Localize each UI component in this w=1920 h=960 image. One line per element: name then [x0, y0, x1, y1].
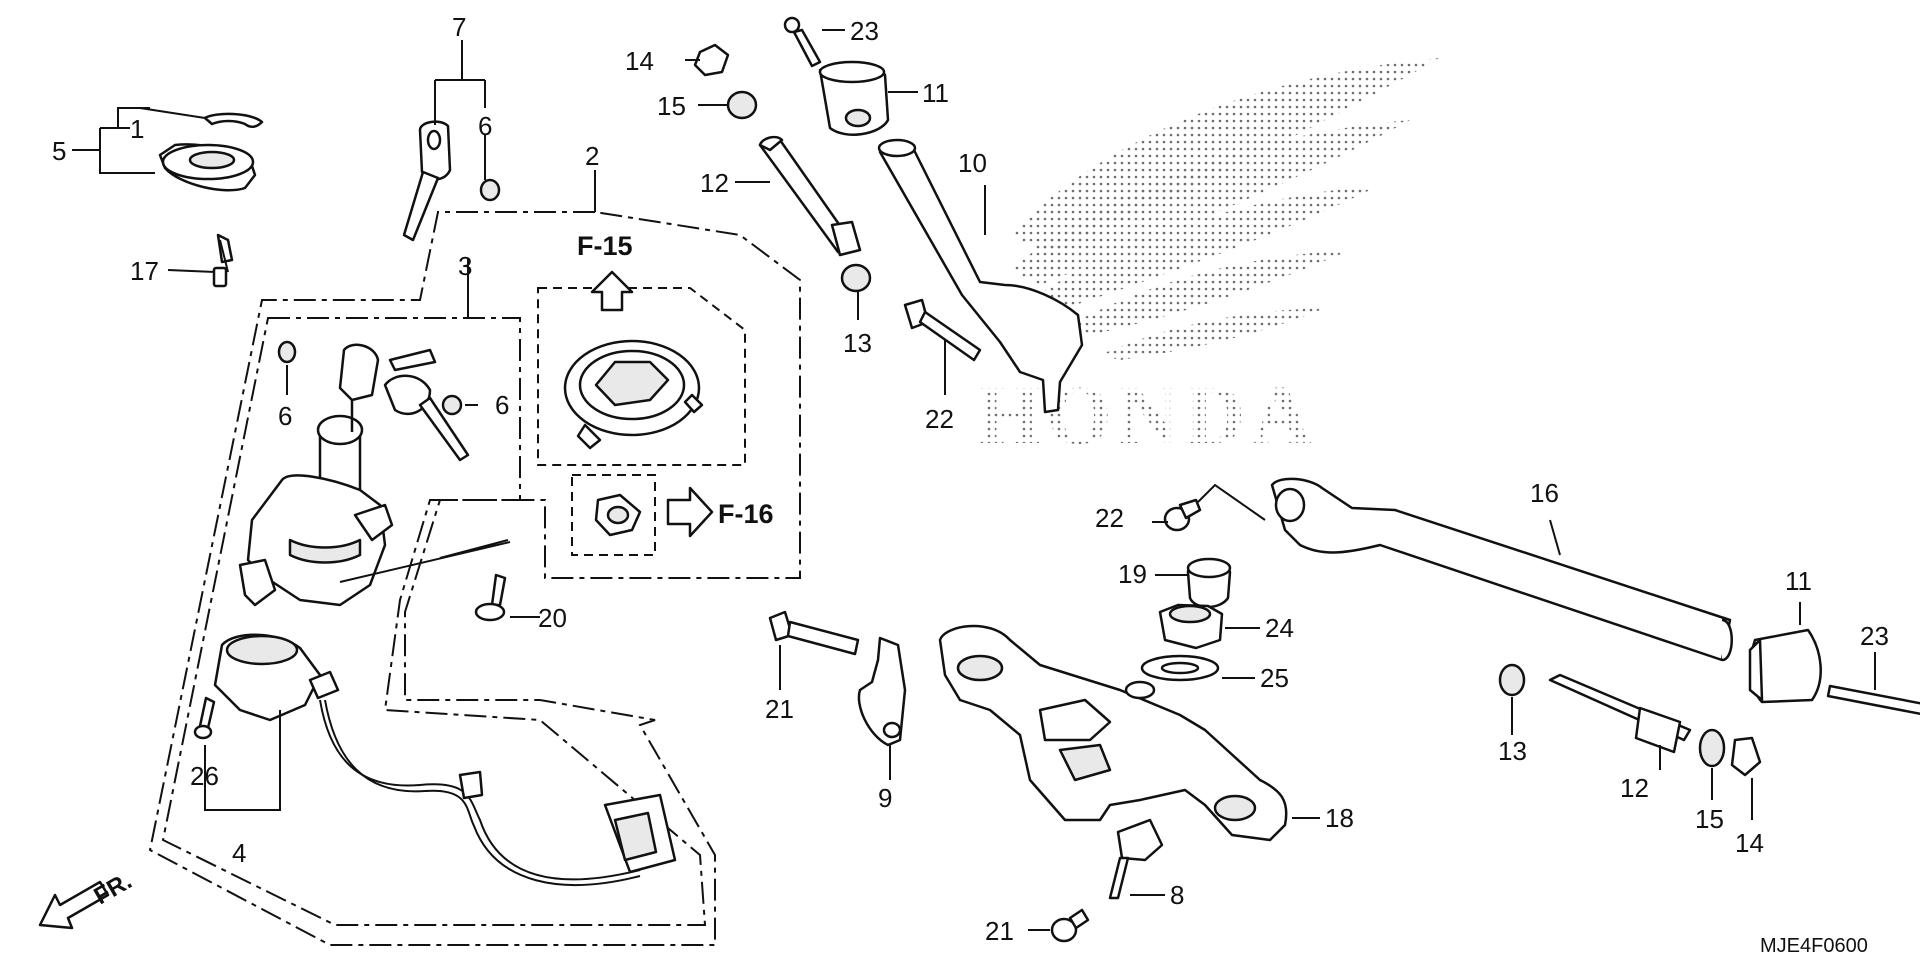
callout-11-right: 11	[1785, 566, 1812, 596]
grommet-6-right	[441, 394, 463, 416]
top-bridge-part	[938, 624, 1288, 842]
callout-21-bottom: 21	[985, 916, 1014, 946]
callout-17: 17	[130, 256, 159, 286]
ref-f15-label: F-15	[577, 231, 633, 261]
callout-6-left: 6	[278, 401, 292, 431]
bolt-22-top	[903, 298, 982, 362]
callout-8: 8	[1170, 880, 1184, 910]
circlip-part	[203, 112, 264, 128]
diagram-code: MJE4F0600	[1760, 935, 1868, 957]
grommet-6-top	[479, 178, 501, 202]
callout-24: 24	[1265, 613, 1294, 643]
ignition-switch-part	[238, 343, 470, 607]
callout-25: 25	[1260, 663, 1289, 693]
callout-9: 9	[878, 783, 892, 813]
rubber-13-top	[840, 263, 872, 293]
clamp-8-part	[1108, 818, 1164, 900]
assembly-group-outlines	[148, 211, 801, 946]
callout-12-right: 12	[1620, 773, 1649, 803]
callout-labels: 1 5 17 7 6 2 3 6 6 20 26 4 14 15 23 11 1…	[52, 12, 1889, 946]
callout-21-top: 21	[765, 694, 794, 724]
weight-shaft-12-top	[758, 135, 862, 257]
leader-lines	[72, 29, 1876, 931]
callout-22-bottom: 22	[1095, 503, 1124, 533]
grommet-6-left	[277, 340, 297, 364]
bolt-21-bottom	[1050, 908, 1090, 943]
weight-clip-14-right	[1730, 736, 1762, 777]
ignition-harness-part	[213, 633, 677, 886]
fuel-cap-part	[563, 339, 704, 450]
callout-18: 18	[1325, 803, 1354, 833]
arrow-right-f16	[666, 486, 714, 538]
screw-20-part	[474, 573, 507, 622]
front-direction-indicator: FR.	[38, 867, 137, 930]
washer-25-part	[1140, 654, 1220, 682]
weight-clip-14-top	[693, 43, 730, 77]
right-handlebar-part	[1270, 477, 1733, 662]
stem-cap-19-part	[1186, 557, 1232, 609]
bar-end-weight-11-right	[1748, 628, 1822, 704]
callout-13-top: 13	[843, 328, 872, 358]
screw-23-right	[1826, 684, 1920, 716]
left-handlebar-part	[877, 138, 1084, 414]
weight-nut-15-top	[726, 90, 758, 120]
honda-wing-logo: HONDA	[975, 58, 1440, 462]
callout-5: 5	[52, 136, 66, 166]
callout-13-right: 13	[1498, 736, 1527, 766]
handle-cap-nut-part	[158, 143, 257, 192]
callout-23-right: 23	[1860, 621, 1889, 651]
clamp-bracket-9-part	[857, 636, 907, 747]
callout-19: 19	[1118, 559, 1147, 589]
bar-end-weight-11-top	[818, 60, 890, 136]
callout-15-top: 15	[657, 91, 686, 121]
callout-20: 20	[538, 603, 567, 633]
callout-4: 4	[232, 838, 246, 868]
weight-shaft-12-right	[1548, 673, 1692, 754]
callout-23-top: 23	[850, 16, 879, 46]
ref-f16-label: F-16	[718, 499, 774, 529]
callout-2: 2	[585, 141, 599, 171]
front-direction-label: FR.	[90, 867, 137, 910]
bolt-22-bottom	[1163, 483, 1266, 532]
callout-26: 26	[190, 761, 219, 791]
weight-nut-15-right	[1698, 728, 1726, 768]
ignition-key-part	[402, 120, 452, 242]
callout-15-right: 15	[1695, 804, 1724, 834]
fuel-cap-lock-part	[594, 493, 642, 537]
callout-7: 7	[452, 12, 466, 42]
callout-14-top: 14	[625, 46, 654, 76]
callout-6-right: 6	[495, 390, 509, 420]
bolt-21-top	[768, 610, 860, 656]
rubber-13-right	[1498, 663, 1526, 697]
callout-22-top: 22	[925, 404, 954, 434]
callout-12-top: 12	[700, 168, 729, 198]
callout-11-top: 11	[922, 78, 949, 108]
callout-6-top: 6	[478, 111, 492, 141]
callout-10: 10	[958, 148, 987, 178]
arrow-up-f15	[590, 270, 634, 312]
bolt-17-part	[212, 233, 234, 288]
callout-16: 16	[1530, 478, 1559, 508]
screw-26-part	[193, 696, 216, 740]
callout-1: 1	[130, 114, 144, 144]
stem-nut-24-part	[1158, 603, 1224, 650]
honda-wordmark: HONDA	[975, 369, 1318, 462]
callout-14-right: 14	[1735, 828, 1764, 858]
callout-3: 3	[458, 251, 472, 281]
screw-23-top	[783, 16, 822, 68]
